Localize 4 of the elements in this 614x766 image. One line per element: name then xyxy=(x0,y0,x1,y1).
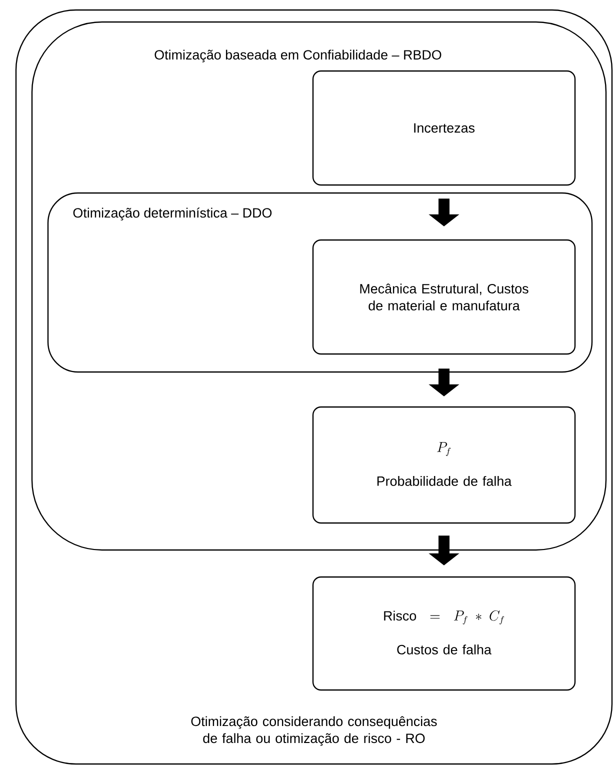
process-box: $P_f$ Probabilidade de falha xyxy=(312,406,576,524)
process-box: Mecânica Estrutural, Custos de material e manufatura xyxy=(312,239,576,355)
process-box: $\text{Risco} = P_f * C_f$ Custos de falha xyxy=(312,576,576,691)
process-box: Incertezas xyxy=(312,70,576,186)
